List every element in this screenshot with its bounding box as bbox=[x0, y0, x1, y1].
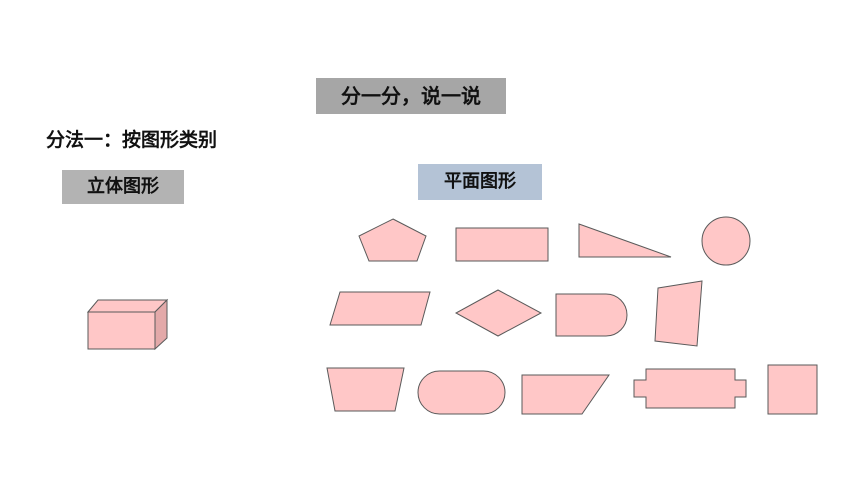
parallelogram-shape[interactable] bbox=[329, 291, 431, 326]
right-triangle-shape[interactable] bbox=[578, 223, 672, 258]
pentagon-shape[interactable] bbox=[358, 218, 427, 262]
quadrilateral-shape[interactable] bbox=[654, 280, 703, 347]
square-shape[interactable] bbox=[767, 364, 818, 415]
cuboid-shape[interactable] bbox=[86, 298, 169, 351]
rhombus-shape[interactable] bbox=[454, 289, 543, 337]
stadium-shape[interactable] bbox=[417, 370, 506, 415]
notched-rectangle-shape[interactable] bbox=[633, 368, 747, 409]
trapezoid-shape[interactable] bbox=[326, 367, 405, 412]
page-title: 分一分，说一说 bbox=[316, 78, 506, 114]
classification-method: 分法一：按图形类别 bbox=[46, 129, 218, 151]
plane-shapes-tag: 平面图形 bbox=[418, 164, 542, 200]
circle-shape[interactable] bbox=[701, 216, 751, 266]
rectangle-shape[interactable] bbox=[455, 227, 549, 262]
irregular-quadrilateral-shape[interactable] bbox=[521, 374, 610, 415]
semicircle-rectangle-shape[interactable] bbox=[555, 293, 628, 337]
solid-shapes-tag: 立体图形 bbox=[62, 170, 184, 204]
